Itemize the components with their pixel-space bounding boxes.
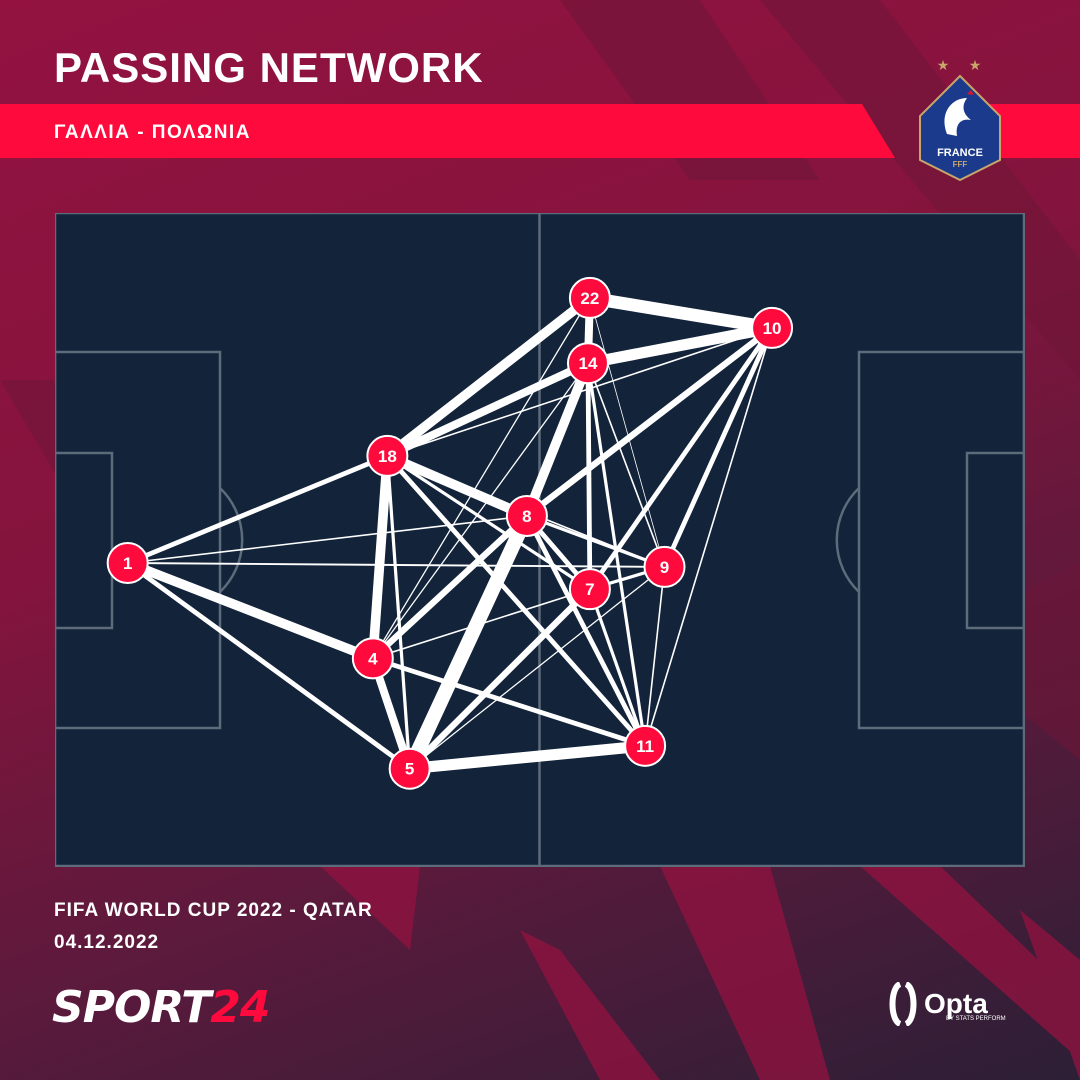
subtitle-banner [0, 104, 895, 158]
player-node-circle [568, 276, 611, 319]
match-title: ΓΑΛΛΙΑ - ΠΟΛΩΝΙΑ [54, 122, 251, 143]
pass-edge-22-9 [589, 297, 665, 568]
player-node-circle [566, 342, 609, 385]
opta-sub: BY STATS PERFORM [946, 1016, 1006, 1022]
player-number: 22 [580, 289, 599, 308]
pass-edge-22-4 [372, 297, 591, 659]
opta-logo: Opta BY STATS PERFORM [888, 982, 1006, 1026]
player-node-10: 10 [751, 306, 794, 349]
pass-edge-14-4 [372, 362, 589, 659]
player-node-9: 9 [643, 545, 686, 588]
pass-edge-4-11 [372, 656, 646, 749]
player-node-7: 7 [568, 568, 611, 611]
player-node-circle [568, 568, 611, 611]
pass-edge-14-10 [586, 322, 774, 369]
player-number: 11 [636, 737, 654, 756]
pass-edge-5-7 [407, 586, 593, 771]
pass-edge-14-18 [385, 359, 590, 460]
pass-edge-1-18 [126, 453, 389, 566]
pass-edge-9-5 [409, 566, 665, 770]
pass-edge-18-5 [385, 455, 412, 769]
pass-edge-1-4 [125, 558, 375, 663]
player-number: 10 [763, 319, 782, 338]
player-number: 8 [522, 507, 531, 526]
match-date: 04.12.2022 [54, 932, 160, 953]
player-node-circle [388, 747, 431, 790]
badge-text: FRANCE [937, 147, 983, 159]
pass-edge-9-10 [662, 326, 775, 568]
player-node-22: 22 [568, 276, 611, 319]
player-number: 4 [368, 649, 378, 668]
page-title: PASSING NETWORK [54, 44, 484, 91]
pass-edge-14-8 [522, 361, 593, 518]
pass-edge-18-7 [386, 454, 591, 591]
player-node-circle [643, 545, 686, 588]
pass-edge-10-18 [387, 327, 773, 457]
player-node-circle [751, 306, 794, 349]
player-number: 9 [660, 558, 669, 577]
pass-edge-1-8 [127, 515, 527, 564]
player-number: 14 [578, 354, 597, 373]
player-number: 7 [585, 580, 594, 599]
player-node-14: 14 [566, 342, 609, 385]
pass-edge-9-11 [644, 566, 666, 746]
player-number: 1 [123, 554, 132, 573]
pass-edge-14-11 [586, 362, 647, 747]
player-node-circle [366, 434, 409, 477]
pass-edge-5-8 [403, 512, 534, 772]
france-badge-logo: ★ ★ FRANCE FFF [919, 57, 1001, 182]
pass-edge-10-11 [644, 327, 773, 747]
player-node-circle [505, 494, 548, 537]
player-node-11: 11 [624, 724, 667, 767]
pass-edge-8-11 [524, 514, 648, 747]
player-node-8: 8 [505, 494, 548, 537]
opta-text: Opta [924, 988, 988, 1019]
player-number: 5 [405, 760, 414, 779]
pass-edge-7-10 [587, 326, 775, 591]
pass-edge-18-11 [385, 454, 647, 748]
badge-sub: FFF [953, 160, 968, 169]
pitch-network: 1 18 22 14 10 8 9 7 4 5 11 [55, 213, 1025, 867]
player-node-4: 4 [351, 637, 394, 680]
sport24-logo: SPORT24 [52, 982, 271, 1033]
svg-text:★: ★ [937, 57, 950, 73]
competition-label: FIFA WORLD CUP 2022 - QATAR [54, 900, 373, 921]
pass-edge-22-10 [588, 291, 774, 335]
pass-edge-22-18 [384, 294, 593, 460]
pass-edge-18-4 [368, 455, 393, 659]
player-number: 18 [378, 447, 397, 466]
pass-edge-14-9 [587, 362, 666, 568]
player-node-1: 1 [106, 542, 149, 585]
pass-edge-1-5 [126, 561, 412, 771]
player-node-18: 18 [366, 434, 409, 477]
pass-edge-5-11 [409, 740, 646, 775]
player-node-circle [624, 724, 667, 767]
svg-text:★: ★ [969, 57, 982, 73]
player-node-circle [351, 637, 394, 680]
player-node-5: 5 [388, 747, 431, 790]
pass-edge-8-9 [526, 514, 666, 569]
opta-mark-icon [889, 982, 917, 1026]
pass-edge-7-11 [588, 588, 647, 747]
pass-edge-14-7 [585, 363, 593, 590]
subtitle-banner-right [990, 104, 1080, 158]
player-node-circle [106, 542, 149, 585]
pass-edge-8-10 [524, 325, 775, 519]
pass-edge-4-7 [372, 588, 591, 660]
